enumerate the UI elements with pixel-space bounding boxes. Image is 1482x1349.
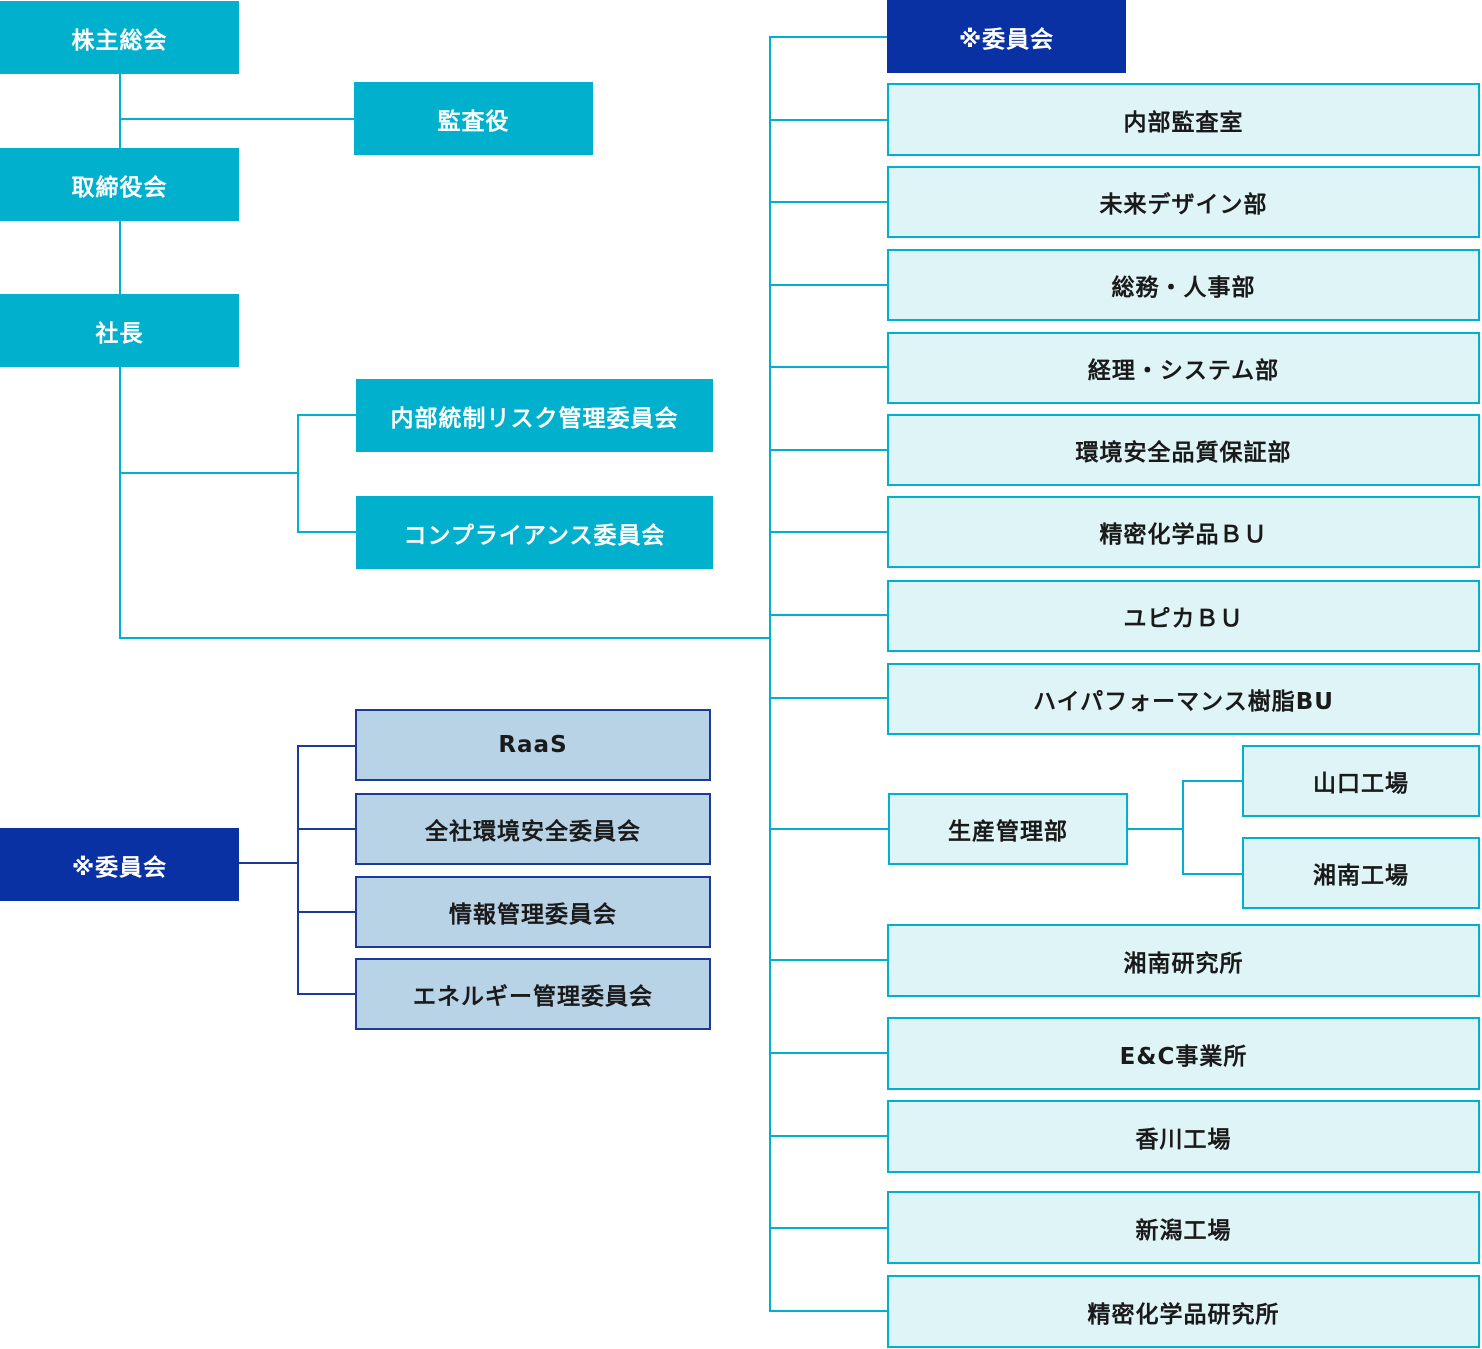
connector-line <box>769 1310 887 1312</box>
auditor-box: 監査役 <box>354 82 593 155</box>
connector-line <box>769 614 887 616</box>
president-box: 社長 <box>0 294 239 367</box>
connector-line <box>769 1052 887 1054</box>
dept-general-affairs-hr: 総務・人事部 <box>887 249 1480 321</box>
connector-line <box>769 1135 887 1137</box>
dept-accounting-systems: 経理・システム部 <box>887 332 1480 404</box>
committee-item-raas: RaaS <box>355 709 711 781</box>
compliance-committee-box: コンプライアンス委員会 <box>356 496 713 569</box>
committee-item-energy-management: エネルギー管理委員会 <box>355 958 711 1030</box>
connector-line <box>119 367 121 638</box>
dept-internal-audit: 内部監査室 <box>887 83 1480 156</box>
connector-line <box>297 745 299 995</box>
dept-fine-chemicals-bu: 精密化学品ＢＵ <box>887 496 1480 568</box>
connector-line <box>238 862 298 864</box>
connector-line <box>769 201 887 203</box>
shareholders-meeting-box: 株主総会 <box>0 1 239 74</box>
plant-kagawa: 香川工場 <box>887 1100 1480 1173</box>
connector-line <box>297 828 356 830</box>
org-committee-header-box: ※委員会 <box>887 0 1126 73</box>
connector-line <box>119 220 121 294</box>
connector-line <box>769 531 887 533</box>
connector-line <box>297 745 356 747</box>
connector-line <box>297 531 356 533</box>
dept-env-safety-qa: 環境安全品質保証部 <box>887 414 1480 486</box>
dept-future-design: 未来デザイン部 <box>887 166 1480 238</box>
dept-ec-office: E&C事業所 <box>887 1017 1480 1090</box>
connector-line <box>119 637 771 639</box>
connector-line <box>1182 873 1243 875</box>
connector-line <box>769 828 889 830</box>
connector-line <box>769 284 887 286</box>
plant-shonan: 湘南工場 <box>1242 837 1480 909</box>
dept-production-management: 生産管理部 <box>888 793 1128 865</box>
connector-line <box>769 36 771 1311</box>
connector-line <box>119 472 298 474</box>
dept-high-performance-resin-bu: ハイパフォーマンス樹脂BU <box>887 663 1480 735</box>
connector-line <box>297 414 356 416</box>
dept-shonan-research: 湘南研究所 <box>887 924 1480 997</box>
committee-group-box: ※委員会 <box>0 828 239 901</box>
plant-yamaguchi: 山口工場 <box>1242 745 1480 817</box>
connector-line <box>1127 828 1184 830</box>
board-box: 取締役会 <box>0 148 239 221</box>
connector-line <box>769 119 887 121</box>
connector-line <box>1182 780 1243 782</box>
plant-niigata: 新潟工場 <box>887 1191 1480 1264</box>
connector-line <box>769 1227 887 1229</box>
connector-line <box>297 993 356 995</box>
connector-line <box>297 911 356 913</box>
connector-line <box>297 414 299 532</box>
connector-line <box>769 449 887 451</box>
connector-line <box>769 366 887 368</box>
committee-item-env-safety: 全社環境安全委員会 <box>355 793 711 865</box>
dept-upica-bu: ユピカＢＵ <box>887 580 1480 652</box>
connector-line <box>769 36 887 38</box>
committee-item-info-management: 情報管理委員会 <box>355 876 711 948</box>
connector-line <box>119 74 121 148</box>
internal-control-risk-committee-box: 内部統制リスク管理委員会 <box>356 379 713 452</box>
dept-fine-chemicals-research: 精密化学品研究所 <box>887 1275 1480 1348</box>
connector-line <box>119 118 355 120</box>
connector-line <box>769 959 887 961</box>
connector-line <box>1182 780 1184 875</box>
connector-line <box>769 697 887 699</box>
